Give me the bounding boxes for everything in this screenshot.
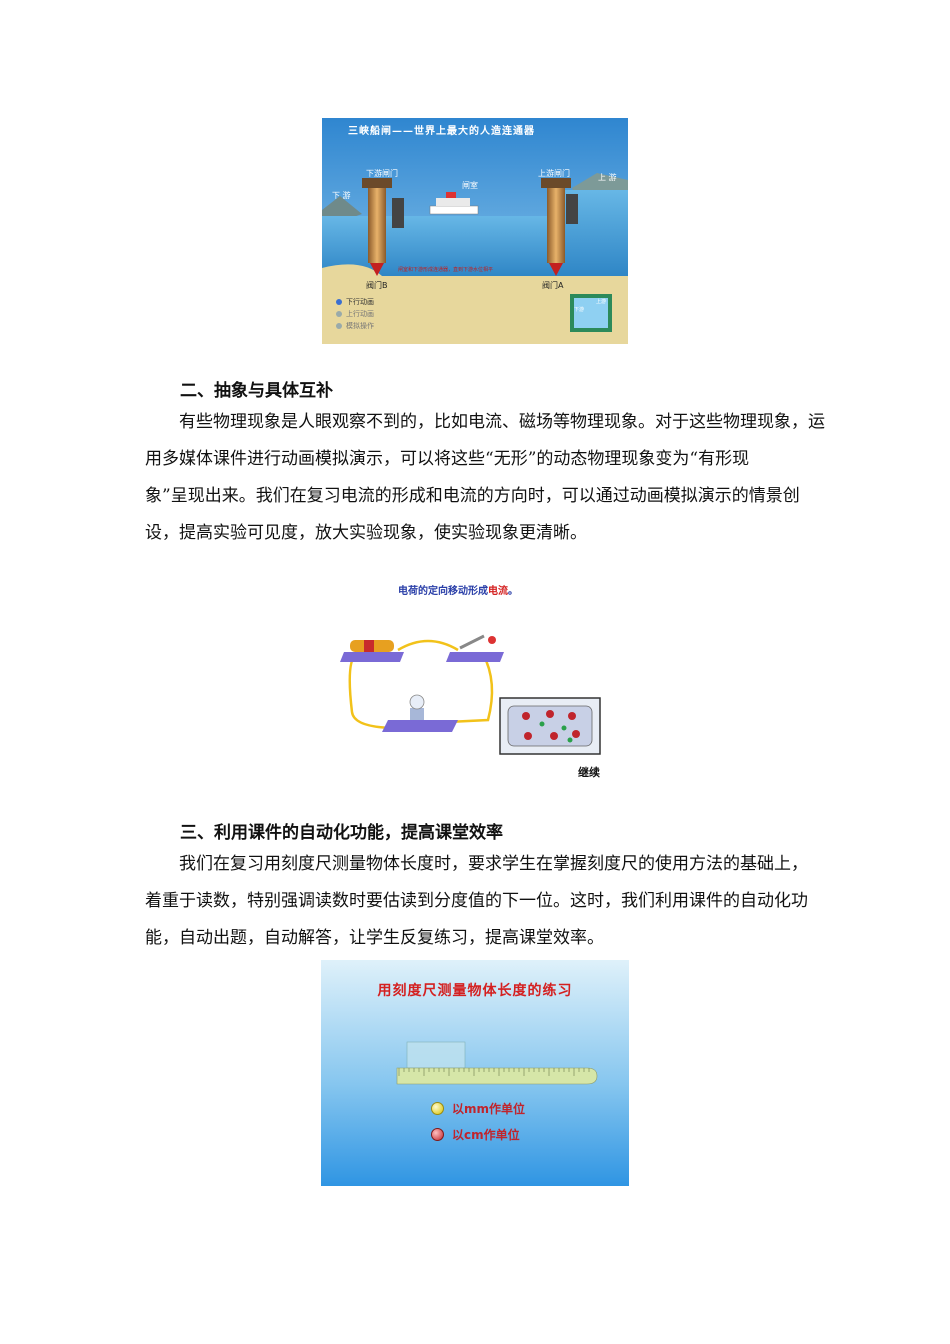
section-2-heading: 二、抽象与具体互补 xyxy=(180,381,333,401)
ruler-exercise-title: 用刻度尺测量物体长度的练习 xyxy=(377,983,573,999)
ship-lock-figure: 三峡船闸——世界上最大的人造连通器 下 游 上 游 下游闸门 上游闸门 闸室 阀… xyxy=(322,118,628,344)
ruler-illustration xyxy=(396,1041,598,1085)
section-3-heading: 三、利用课件的自动化功能，提高课堂效率 xyxy=(180,823,503,843)
label-upper-gate: 上游闸门 xyxy=(538,169,570,178)
label-valve-a: 阀门A xyxy=(542,281,564,290)
section-3-paragraph: 我们在复习用刻度尺测量物体长度时，要求学生在掌握刻度尺的使用方法的基础上， 着重… xyxy=(145,846,808,957)
paragraph-line: 能，自动出题，自动解答，让学生反复练习，提高课堂效率。 xyxy=(145,928,604,948)
label-chamber: 闸室 xyxy=(462,181,478,190)
option-cm[interactable]: 以cm作单位 xyxy=(431,1126,520,1143)
yellow-radio-icon xyxy=(431,1102,444,1115)
section-2-paragraph: 有些物理现象是人眼观察不到的，比如电流、磁场等物理现象。对于这些物理现象，运 用… xyxy=(145,404,825,552)
paragraph-line: 有些物理现象是人眼观察不到的，比如电流、磁场等物理现象。对于这些物理现象，运 xyxy=(179,412,825,432)
paragraph-line: 着重于读数，特别强调读数时要估读到分度值的下一位。这时，我们利用课件的自动化功 xyxy=(145,891,808,911)
label-note: 闸室和下游形成连通器，直到下游水位相平 xyxy=(398,267,494,273)
label-downstream: 下 游 xyxy=(332,191,351,200)
animation-menu: 下行动画 上行动画 模拟操作 xyxy=(336,296,374,332)
current-circuit-figure: 电荷的定向移动形成电流。 继续 xyxy=(338,578,618,788)
paragraph-line: 设，提高实验可见度，放大实验现象，使实验现象更清晰。 xyxy=(145,523,587,543)
ship-lock-illustration xyxy=(322,118,628,344)
inset-label-upstream: 上游 xyxy=(596,299,607,305)
radio-icon xyxy=(336,299,342,305)
paragraph-line: 我们在复习用刻度尺测量物体长度时，要求学生在掌握刻度尺的使用方法的基础上， xyxy=(179,854,808,874)
continue-button[interactable]: 继续 xyxy=(578,766,600,779)
ruler-exercise-figure: 用刻度尺测量物体长度的练习 以mm作单位 以cm作单位 xyxy=(321,960,629,1186)
ship-lock-title: 三峡船闸——世界上最大的人造连通器 xyxy=(348,126,535,137)
ruler-ticks xyxy=(398,1068,590,1076)
circuit-illustration xyxy=(340,634,601,755)
option-mm[interactable]: 以mm作单位 xyxy=(431,1100,525,1117)
inset-label-downstream: 下游 xyxy=(574,307,585,313)
red-radio-icon xyxy=(431,1128,444,1141)
circuit-caption: 电荷的定向移动形成电流。 xyxy=(398,586,518,597)
label-valve-b: 阀门B xyxy=(366,281,388,290)
menu-item-simulate[interactable]: 模拟操作 xyxy=(336,320,374,332)
label-upstream: 上 游 xyxy=(598,173,617,182)
menu-item-down-animation[interactable]: 下行动画 xyxy=(336,296,374,308)
label-lower-gate: 下游闸门 xyxy=(366,169,398,178)
radio-icon xyxy=(336,323,342,329)
paragraph-line: 用多媒体课件进行动画模拟演示，可以将这些“无形”的动态物理现象变为“有形现 xyxy=(145,449,750,469)
menu-item-up-animation[interactable]: 上行动画 xyxy=(336,308,374,320)
paragraph-line: 象”呈现出来。我们在复习电流的形成和电流的方向时，可以通过动画模拟演示的情景创 xyxy=(145,486,800,506)
radio-icon xyxy=(336,311,342,317)
